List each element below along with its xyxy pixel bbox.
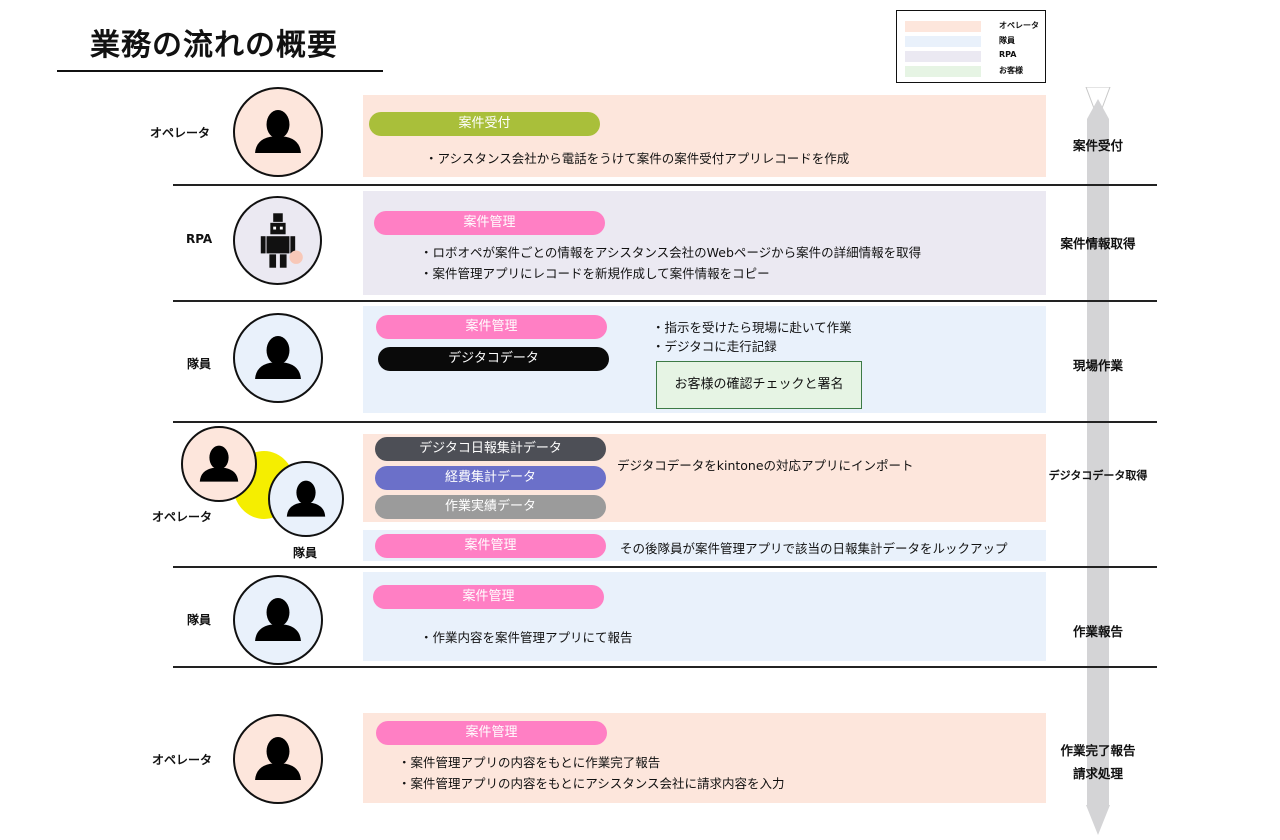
task-text: ・指示を受けたら現場に赴いて作業 (652, 320, 852, 335)
task-text: ・ロボオペが案件ごとの情報をアシスタンス会社のWebページから案件の詳細情報を取… (420, 245, 922, 260)
legend-item-member: 隊員 (905, 36, 1040, 48)
person-silhouette-icon (255, 598, 301, 642)
task-text: ・案件管理アプリの内容をもとに作業完了報告 (398, 755, 661, 770)
task-text: デジタコデータをkintoneの対応アプリにインポート (617, 458, 914, 473)
step-label: 作業完了報告 (1060, 743, 1136, 758)
person-silhouette-icon (255, 336, 301, 380)
step-label: 請求処理 (1072, 766, 1123, 781)
role-label-member: 隊員 (293, 546, 318, 560)
legend-item-customer: お客様 (905, 66, 1040, 78)
step-label: デジタコデータ取得 (1048, 469, 1148, 482)
row-separator (173, 421, 1157, 423)
legend-item-operator: オペレータ (905, 21, 1040, 33)
task-text: ・案件管理アプリの内容をもとにアシスタンス会社に請求内容を入力 (398, 776, 785, 791)
row-separator (173, 666, 1157, 668)
case-management-pill: 案件管理 (375, 534, 606, 558)
down-arrow-icon (1085, 87, 1111, 835)
task-text: ・作業内容を案件管理アプリにて報告 (420, 630, 633, 645)
role-label-operator: オペレータ (152, 753, 213, 767)
person-silhouette-icon (255, 110, 301, 154)
legend-swatch-member (905, 36, 981, 47)
operator-avatar (233, 87, 323, 177)
operator-avatar (181, 426, 257, 502)
person-silhouette-icon (255, 737, 301, 781)
expense-data-pill: 経費集計データ (375, 466, 606, 490)
case-management-pill: 案件管理 (374, 211, 605, 235)
digitaco-data-pill: デジタコデータ (378, 347, 609, 371)
member-avatar (233, 313, 323, 403)
member-avatar (233, 575, 323, 665)
work-record-data-pill: 作業実績データ (375, 495, 606, 519)
case-management-pill: 案件管理 (373, 585, 604, 609)
case-intake-pill: 案件受付 (369, 112, 600, 136)
row-separator (173, 566, 1157, 568)
page-title: 業務の流れの概要 (90, 28, 338, 63)
step-label: 作業報告 (1072, 624, 1123, 639)
legend-swatch-operator (905, 21, 981, 32)
legend-label-operator: オペレータ (999, 21, 1039, 30)
role-label-operator: オペレータ (152, 510, 213, 524)
task-text: ・デジタコに走行記録 (652, 339, 777, 354)
operator-panel (363, 95, 1046, 177)
customer-signature-box: お客様の確認チェックと署名 (656, 361, 862, 409)
role-label-member: 隊員 (187, 613, 212, 627)
case-management-pill: 案件管理 (376, 721, 607, 745)
case-management-pill: 案件管理 (376, 315, 607, 339)
person-silhouette-icon (199, 445, 239, 482)
role-label-member: 隊員 (187, 357, 212, 371)
operator-avatar (233, 714, 323, 804)
legend-label-rpa: RPA (999, 50, 1017, 59)
legend-swatch-rpa (905, 51, 981, 62)
step-label: 案件情報取得 (1060, 236, 1136, 251)
legend-label-member: 隊員 (999, 36, 1015, 45)
step-label: 案件受付 (1072, 138, 1123, 153)
role-label-operator: オペレータ (150, 126, 211, 140)
legend-item-rpa: RPA (905, 50, 1040, 63)
task-text: ・アシスタンス会社から電話をうけて案件の案件受付アプリレコードを作成 (425, 151, 850, 166)
legend-label-customer: お客様 (999, 66, 1023, 75)
row-separator (173, 184, 1157, 186)
member-avatar (268, 461, 344, 537)
daily-report-data-pill: デジタコ日報集計データ (375, 437, 606, 461)
task-text: ・案件管理アプリにレコードを新規作成して案件情報をコピー (420, 266, 770, 281)
legend-swatch-customer (905, 66, 981, 77)
robot-icon (260, 213, 303, 268)
role-label-rpa: RPA (186, 232, 213, 246)
step-label: 現場作業 (1072, 358, 1123, 373)
task-text: その後隊員が案件管理アプリで該当の日報集計データをルックアップ (620, 541, 1008, 556)
rpa-panel (363, 191, 1046, 295)
legend: オペレータ 隊員 RPA お客様 (896, 10, 1046, 83)
title-underline (57, 70, 383, 72)
rpa-avatar (233, 196, 322, 285)
row-separator (173, 300, 1157, 302)
person-silhouette-icon (286, 480, 326, 517)
